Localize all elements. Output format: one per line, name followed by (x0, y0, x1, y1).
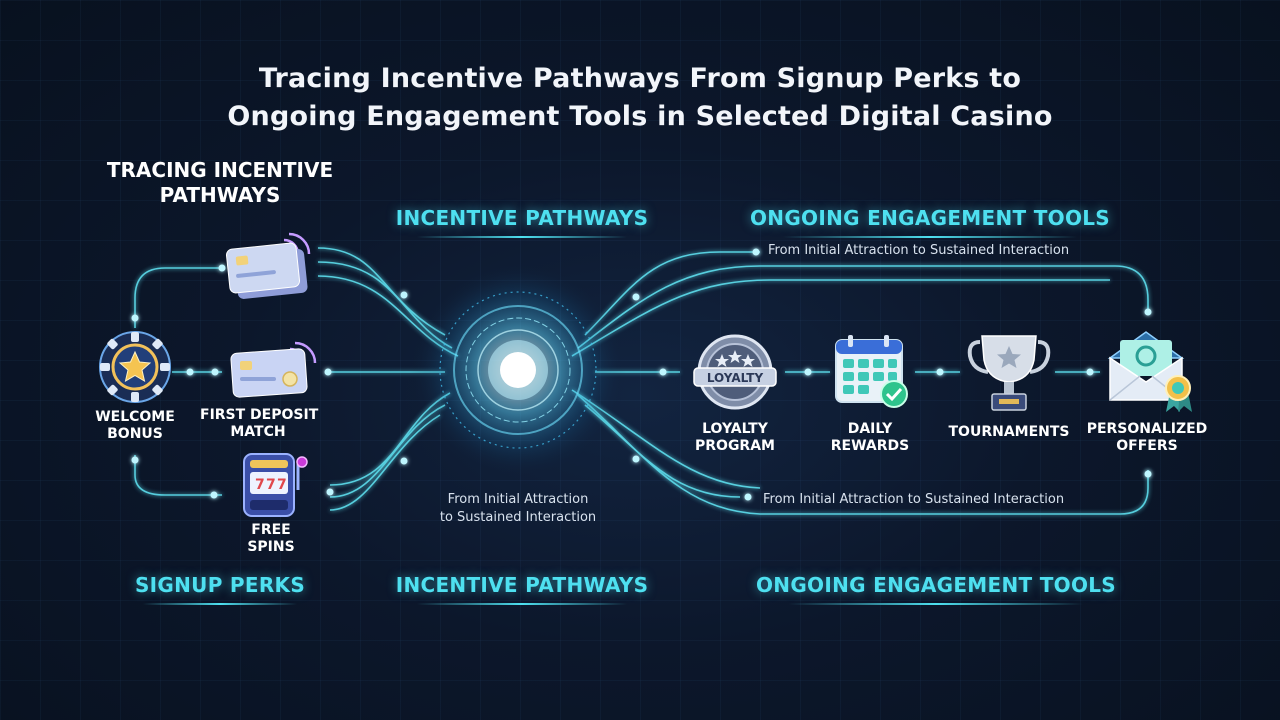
envelope-badge-icon (1107, 331, 1192, 412)
wire-out-2 (577, 265, 1149, 349)
label-loyalty-program: LOYALTY PROGRAM (695, 421, 775, 454)
svg-text:7: 7 (255, 477, 265, 493)
loyalty-badge-icon: LOYALTY (693, 334, 777, 410)
wire-fan-7 (329, 414, 441, 511)
loyalty-badge-text: LOYALTY (707, 371, 764, 385)
trophy-icon (967, 335, 1051, 411)
credit-card-icon (225, 232, 311, 299)
svg-text:7: 7 (266, 477, 276, 493)
caption-top-right: From Initial Attraction to Sustained Int… (768, 243, 1070, 258)
left-heading: TRACING INCENTIVE PATHWAYS (80, 158, 360, 208)
svg-text:7: 7 (277, 477, 287, 493)
label-welcome-bonus: WELCOME BONUS (95, 409, 175, 442)
heading-engagement-tools-top: ONGOING ENGAGEMENT TOOLS (720, 206, 1140, 238)
calendar-check-icon (835, 335, 908, 408)
label-daily-rewards: DAILY REWARDS (830, 421, 910, 454)
heading-incentive-pathways-top: INCENTIVE PATHWAYS (372, 206, 672, 238)
wire-left-upper (134, 267, 222, 328)
slot-machine-icon: 7 7 7 (243, 453, 308, 517)
heading-engagement-tools-bottom: ONGOING ENGAGEMENT TOOLS (726, 573, 1146, 605)
caption-bottom-right: From Initial Attraction to Sustained Int… (763, 492, 1065, 507)
title-line-1: Tracing Incentive Pathways From Signup P… (258, 63, 1022, 94)
caption-center: From Initial Attraction to Sustained Int… (439, 492, 597, 525)
label-tournaments: TOURNAMENTS (948, 424, 1070, 440)
title-line-2: Ongoing Engagement Tools in Selected Dig… (227, 101, 1053, 132)
wire-out-6 (577, 394, 1149, 515)
left-heading-line-1: TRACING INCENTIVE (106, 158, 334, 182)
heading-incentive-pathways-bottom: INCENTIVE PATHWAYS (372, 573, 672, 605)
label-free-spins: FREE SPINS (247, 522, 295, 555)
heading-signup-perks: SIGNUP PERKS (110, 573, 330, 605)
central-hub (410, 262, 626, 478)
credit-card-icon (230, 341, 317, 398)
casino-chip-star-icon (99, 331, 171, 403)
label-first-deposit-match: FIRST DEPOSIT MATCH (200, 407, 319, 440)
wire-left-lower (134, 455, 222, 496)
label-personalized-offers: PERSONALIZED OFFERS (1086, 421, 1208, 454)
page-title: Tracing Incentive Pathways From Signup P… (0, 60, 1280, 136)
left-heading-line-2: PATHWAYS (159, 183, 281, 207)
